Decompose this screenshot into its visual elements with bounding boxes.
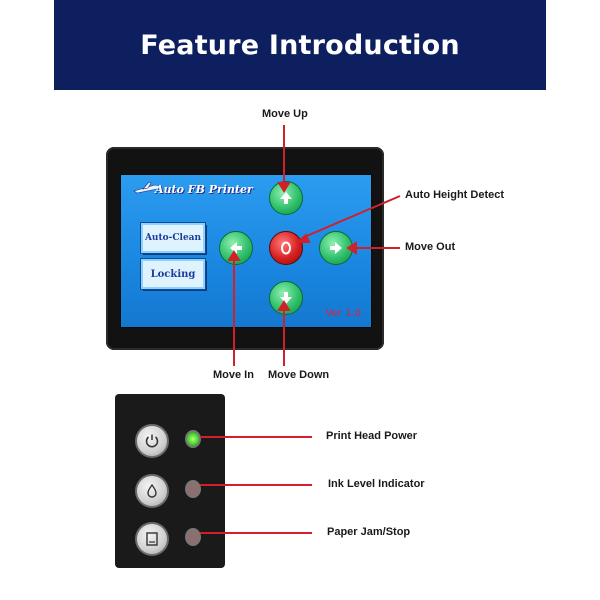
plane-icon [133,181,161,194]
locking-button[interactable]: Locking [141,259,205,289]
auto-clean-button[interactable]: Auto-Clean [141,223,205,253]
auto-height-detect-button[interactable] [269,231,303,265]
paper-jam-stop-label: Paper Jam/Stop [327,526,411,538]
arrow-right-icon [330,242,342,254]
ink-level-led [185,480,201,498]
paper-jam-led [185,528,201,546]
move-in-label: Move In [213,369,254,381]
version-text: Ver 1.0 [325,308,361,319]
print-head-power-label: Print Head Power [326,430,418,442]
ink-level-button[interactable] [135,474,169,508]
print-head-power-button[interactable] [135,424,169,458]
paper-jam-stop-button[interactable] [135,522,169,556]
auto-height-detect-label: Auto Height Detect [405,189,504,201]
arrow-down-icon [280,292,292,304]
header-banner: Feature Introduction [54,0,546,90]
arrow-up-icon [280,192,292,204]
ink-level-indicator-label: Ink Level Indicator [328,478,425,490]
ink-drop-icon [147,483,157,498]
move-out-label: Move Out [405,241,456,253]
page-title: Feature Introduction [140,29,460,61]
button-panel [115,394,225,568]
touchscreen: Auto FB Printer Auto-Clean Locking Ver 1… [120,174,372,328]
paper-icon [146,532,158,546]
move-down-label: Move Down [268,369,330,381]
stop-icon [281,241,291,255]
power-led [185,430,201,448]
app-title: Auto FB Printer [155,183,253,196]
arrow-left-icon [230,242,242,254]
power-icon [145,434,159,448]
move-up-label: Move Up [262,108,308,120]
